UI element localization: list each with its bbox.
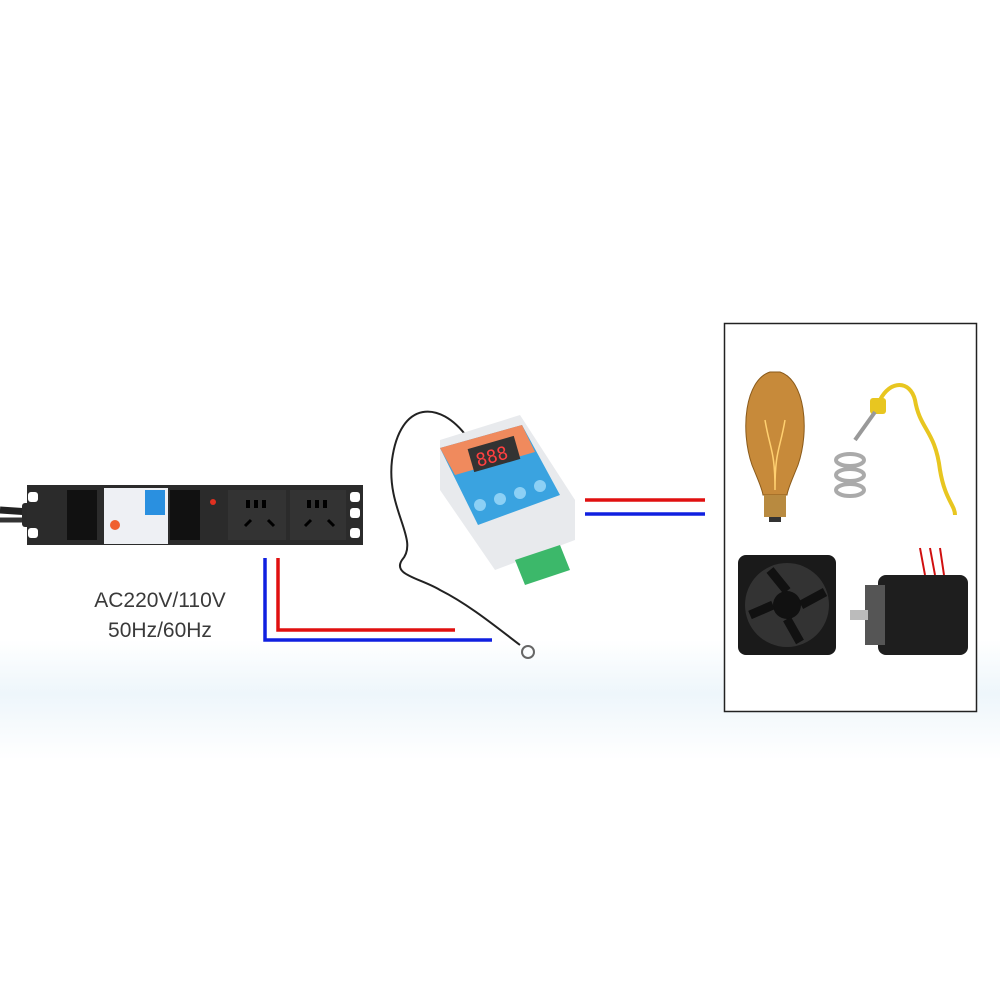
power-strip <box>0 485 363 545</box>
controller-button <box>494 493 506 505</box>
controller-button <box>474 499 486 511</box>
neutral-wire-input <box>263 558 492 642</box>
power-indicator-light <box>210 499 216 505</box>
terminal-block <box>515 545 570 585</box>
digital-display <box>467 435 521 473</box>
frequency-label: 50Hz/60Hz <box>108 619 212 642</box>
immersion-heater-icon <box>834 383 957 516</box>
cooling-fan-icon <box>738 555 836 655</box>
light-bulb-icon <box>745 371 805 522</box>
electric-motor-icon <box>850 547 968 655</box>
socket-2 <box>290 490 346 540</box>
temperature-controller: 888 <box>440 415 575 585</box>
temperature-sensor-cable <box>390 410 521 646</box>
live-wire-input <box>276 558 455 632</box>
sensor-probe-ring <box>521 645 535 659</box>
controller-button <box>514 487 526 499</box>
socket-1 <box>228 490 286 540</box>
voltage-label: AC220V/110V <box>94 589 226 612</box>
controller-button <box>534 480 546 492</box>
